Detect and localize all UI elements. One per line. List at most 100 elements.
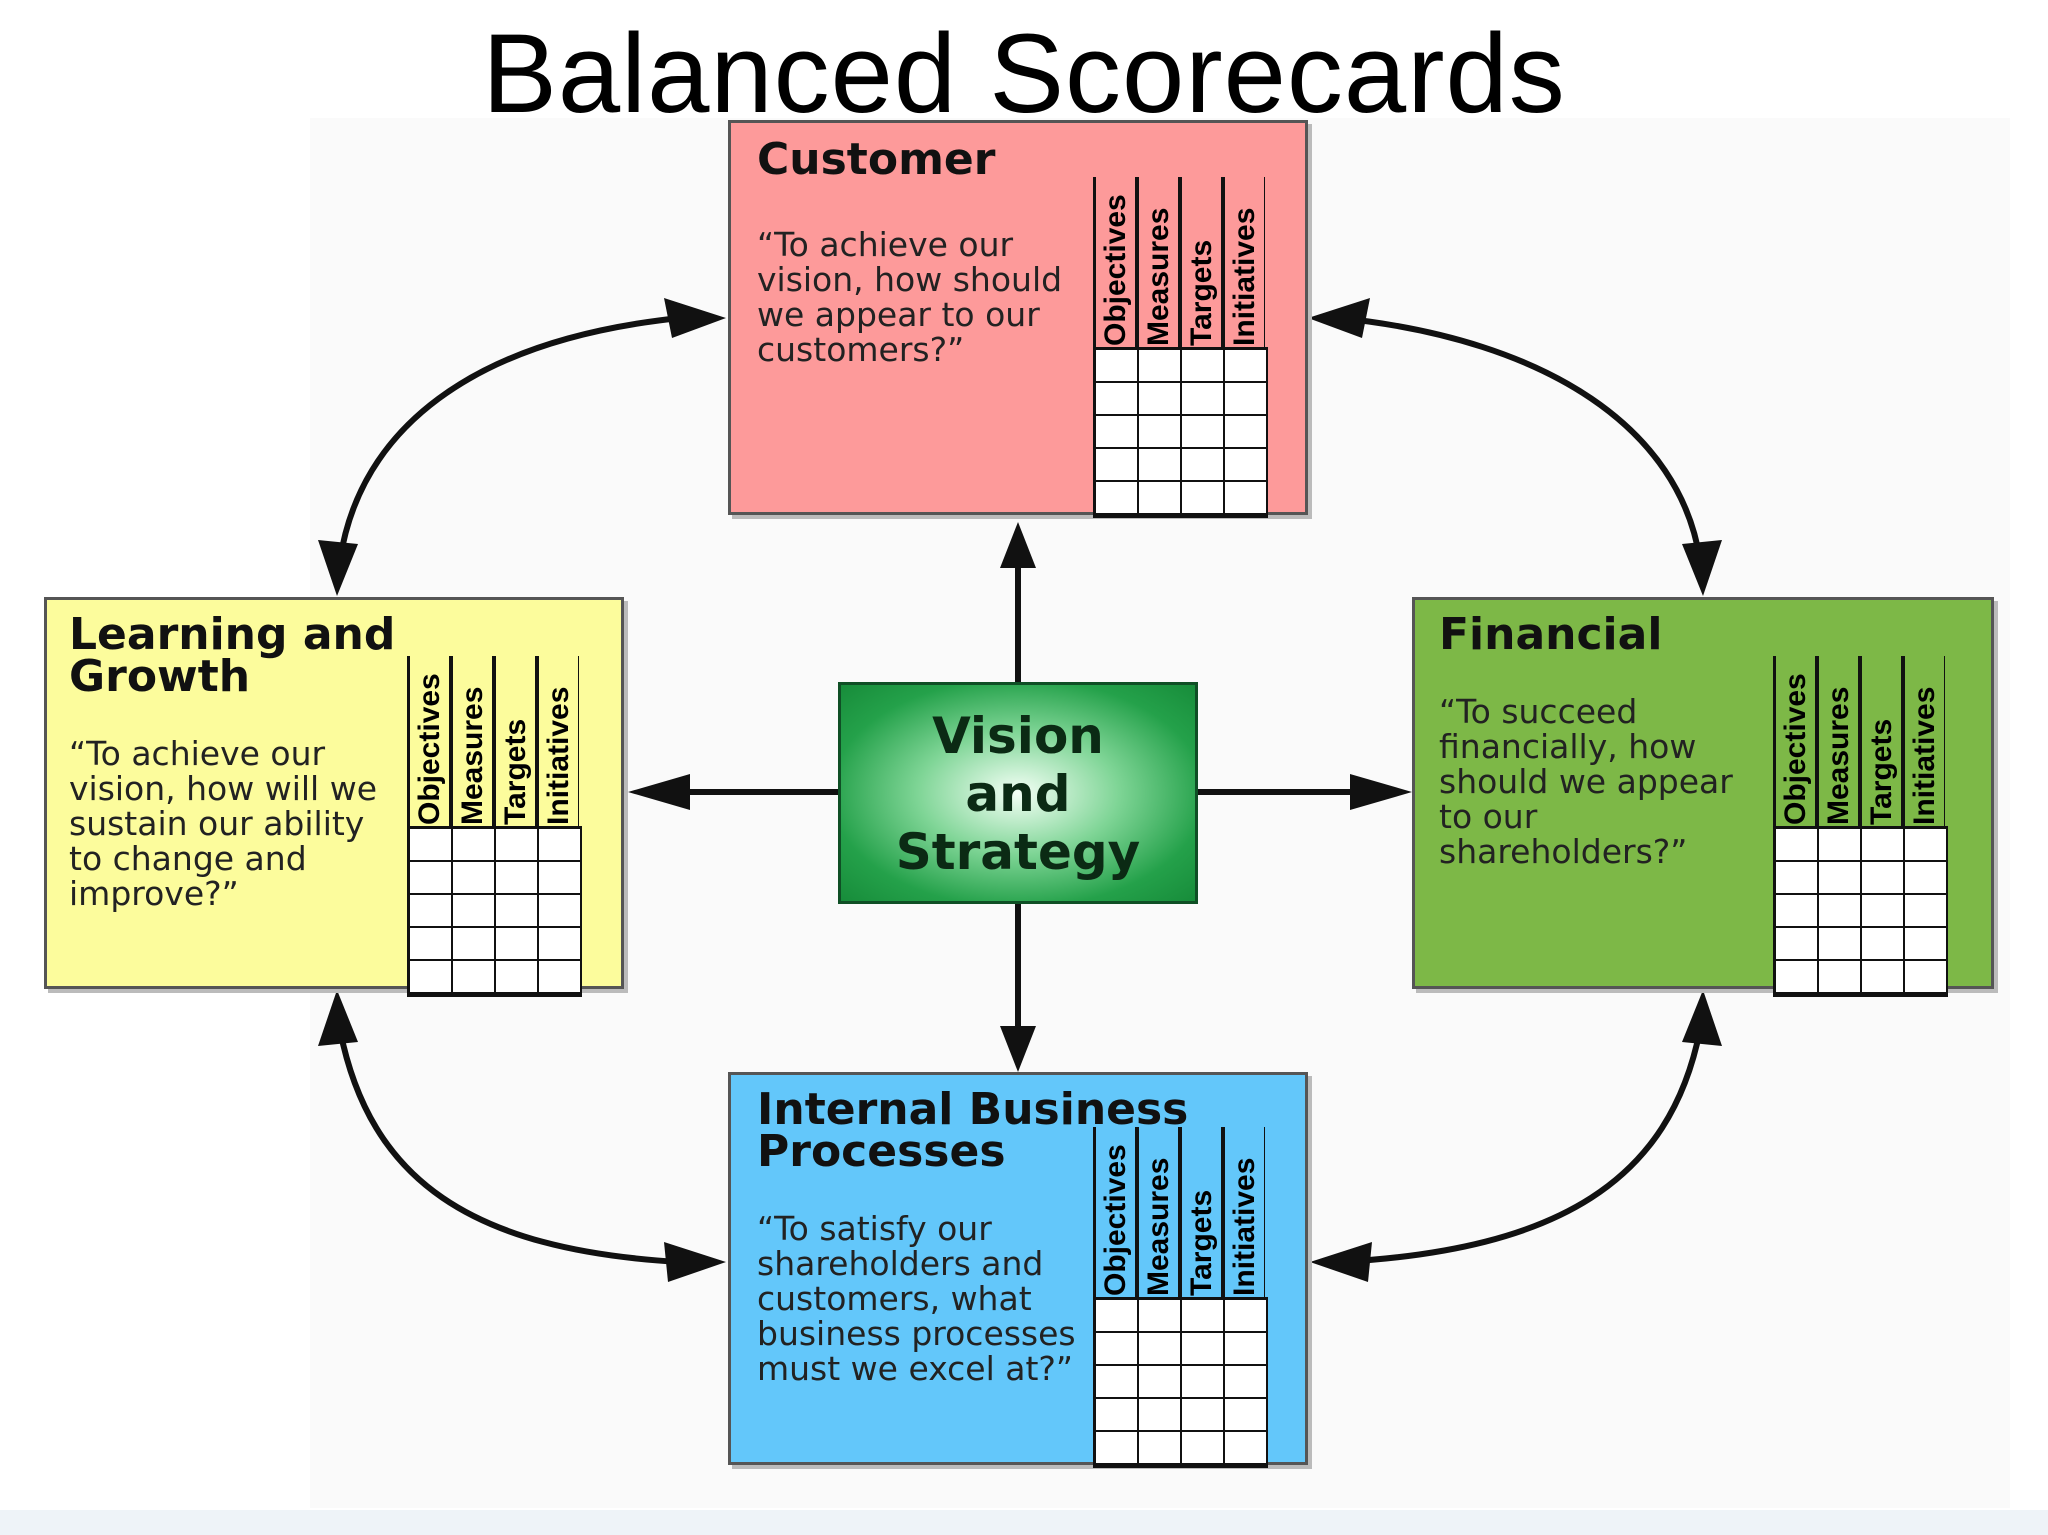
scorecard-cell <box>1096 416 1139 449</box>
scorecard-cell <box>410 961 453 994</box>
arrowhead-left <box>628 774 690 810</box>
financial-box: Financial “To succeed financially, how s… <box>1412 597 1994 997</box>
financial-title: Financial <box>1439 609 1663 660</box>
scorecard-cell <box>1182 482 1225 515</box>
scorecard-cell <box>1139 449 1182 482</box>
scorecard-cell <box>1182 383 1225 416</box>
learning-growth-scorecard-header-objectives: Objectives <box>407 656 450 826</box>
scorecard-cell <box>1862 862 1905 895</box>
scorecard-cell <box>1182 1432 1225 1465</box>
scorecard-cell <box>539 862 582 895</box>
scorecard-cell <box>496 862 539 895</box>
scorecard-cell <box>1182 449 1225 482</box>
scorecard-cell <box>1862 961 1905 994</box>
curve-customer-financial <box>1339 315 1703 561</box>
internal-business-box: Internal Business Processes “To satisfy … <box>728 1072 1308 1468</box>
internal-business-scorecard-header-targets: Targets <box>1179 1127 1222 1297</box>
scorecard-cell <box>1862 829 1905 862</box>
scorecard-cell <box>1096 350 1139 383</box>
scorecard-header-label: Targets <box>1184 1189 1218 1296</box>
arrowhead-up <box>1000 522 1036 568</box>
scorecard-cell <box>1182 350 1225 383</box>
scorecard-cell <box>1096 1432 1139 1465</box>
scorecard-cell <box>1139 1366 1182 1399</box>
scorecard-cell <box>1776 862 1819 895</box>
customer-question: “To achieve our vision, how should we ap… <box>757 225 1063 369</box>
scorecard-cell <box>453 895 496 928</box>
arrowhead-customer-left <box>664 298 726 338</box>
slide-title: Balanced Scorecards <box>482 11 1566 136</box>
scorecard-cell <box>410 829 453 862</box>
scorecard-cell <box>1819 928 1862 961</box>
scorecard-cell <box>1862 928 1905 961</box>
scorecard-cell <box>539 895 582 928</box>
arrowhead-financial-bottom <box>1682 990 1722 1046</box>
scorecard-cell <box>1225 1432 1268 1465</box>
curve-customer-learning <box>337 315 681 561</box>
customer-box: Customer “To achieve our vision, how sho… <box>728 120 1308 518</box>
scorecard-cell <box>1862 895 1905 928</box>
learning-growth-box: Learning and Growth “To achieve our visi… <box>44 597 624 997</box>
scorecard-cell <box>453 928 496 961</box>
scorecard-cell <box>1139 482 1182 515</box>
scorecard-cell <box>1182 1399 1225 1432</box>
arrowhead-internal-left <box>664 1242 726 1282</box>
scorecard-cell <box>453 961 496 994</box>
scorecard-cell <box>1905 895 1948 928</box>
scorecard-cell <box>1819 829 1862 862</box>
scorecard-cell <box>1139 1300 1182 1333</box>
scorecard-cell <box>1819 961 1862 994</box>
scorecard-header-label: Targets <box>498 718 532 825</box>
scorecard-cell <box>1819 895 1862 928</box>
scorecard-cell <box>1096 1399 1139 1432</box>
scorecard-cell <box>539 829 582 862</box>
arrowhead-learning-bottom <box>318 990 358 1046</box>
financial-scorecard-grid <box>1773 826 1948 997</box>
scorecard-cell <box>539 928 582 961</box>
scorecard-cell <box>1139 416 1182 449</box>
internal-business-scorecard-grid <box>1093 1297 1268 1468</box>
customer-title: Customer <box>757 134 996 185</box>
scorecard-header-label: Targets <box>1184 239 1218 346</box>
scorecard-header-label: Objectives <box>1778 673 1812 825</box>
scorecard-cell <box>1905 928 1948 961</box>
vision-strategy-label: Vision and Strategy <box>841 707 1195 881</box>
scorecard-cell <box>1182 1300 1225 1333</box>
arrowhead-internal-right <box>1310 1242 1372 1282</box>
learning-growth-scorecard-header-initiatives: Initiatives <box>536 656 579 826</box>
scorecard-header-label: Objectives <box>412 673 446 825</box>
scorecard-cell <box>1225 350 1268 383</box>
scorecard-cell <box>1776 829 1819 862</box>
scorecard-cell <box>1905 862 1948 895</box>
scorecard-cell <box>1096 1333 1139 1366</box>
scorecard-cell <box>1096 1366 1139 1399</box>
internal-business-scorecard-header-initiatives: Initiatives <box>1222 1127 1265 1297</box>
scorecard-cell <box>1225 1399 1268 1432</box>
scorecard-cell <box>410 895 453 928</box>
scorecard-cell <box>1096 1300 1139 1333</box>
financial-question: “To succeed financially, how should we a… <box>1439 692 1733 871</box>
scorecard-header-label: Initiatives <box>1907 686 1941 825</box>
scorecard-cell <box>1139 1333 1182 1366</box>
learning-growth-scorecard-header-targets: Targets <box>493 656 536 826</box>
arrowhead-customer-right <box>1308 298 1370 338</box>
internal-business-scorecard-header-measures: Measures <box>1136 1127 1179 1297</box>
scorecard-cell <box>1905 961 1948 994</box>
scorecard-cell <box>496 928 539 961</box>
scorecard-cell <box>496 829 539 862</box>
learning-growth-scorecard-grid <box>407 826 582 997</box>
scorecard-cell <box>1182 1333 1225 1366</box>
financial-scorecard-header-initiatives: Initiatives <box>1902 656 1945 826</box>
scorecard-cell <box>453 829 496 862</box>
scorecard-cell <box>496 961 539 994</box>
scorecard-cell <box>1225 1366 1268 1399</box>
scorecard-cell <box>1139 350 1182 383</box>
vision-strategy-box: Vision and Strategy <box>838 682 1198 904</box>
scorecard-header-label: Targets <box>1864 718 1898 825</box>
scorecard-cell <box>1776 928 1819 961</box>
scorecard-cell <box>410 928 453 961</box>
